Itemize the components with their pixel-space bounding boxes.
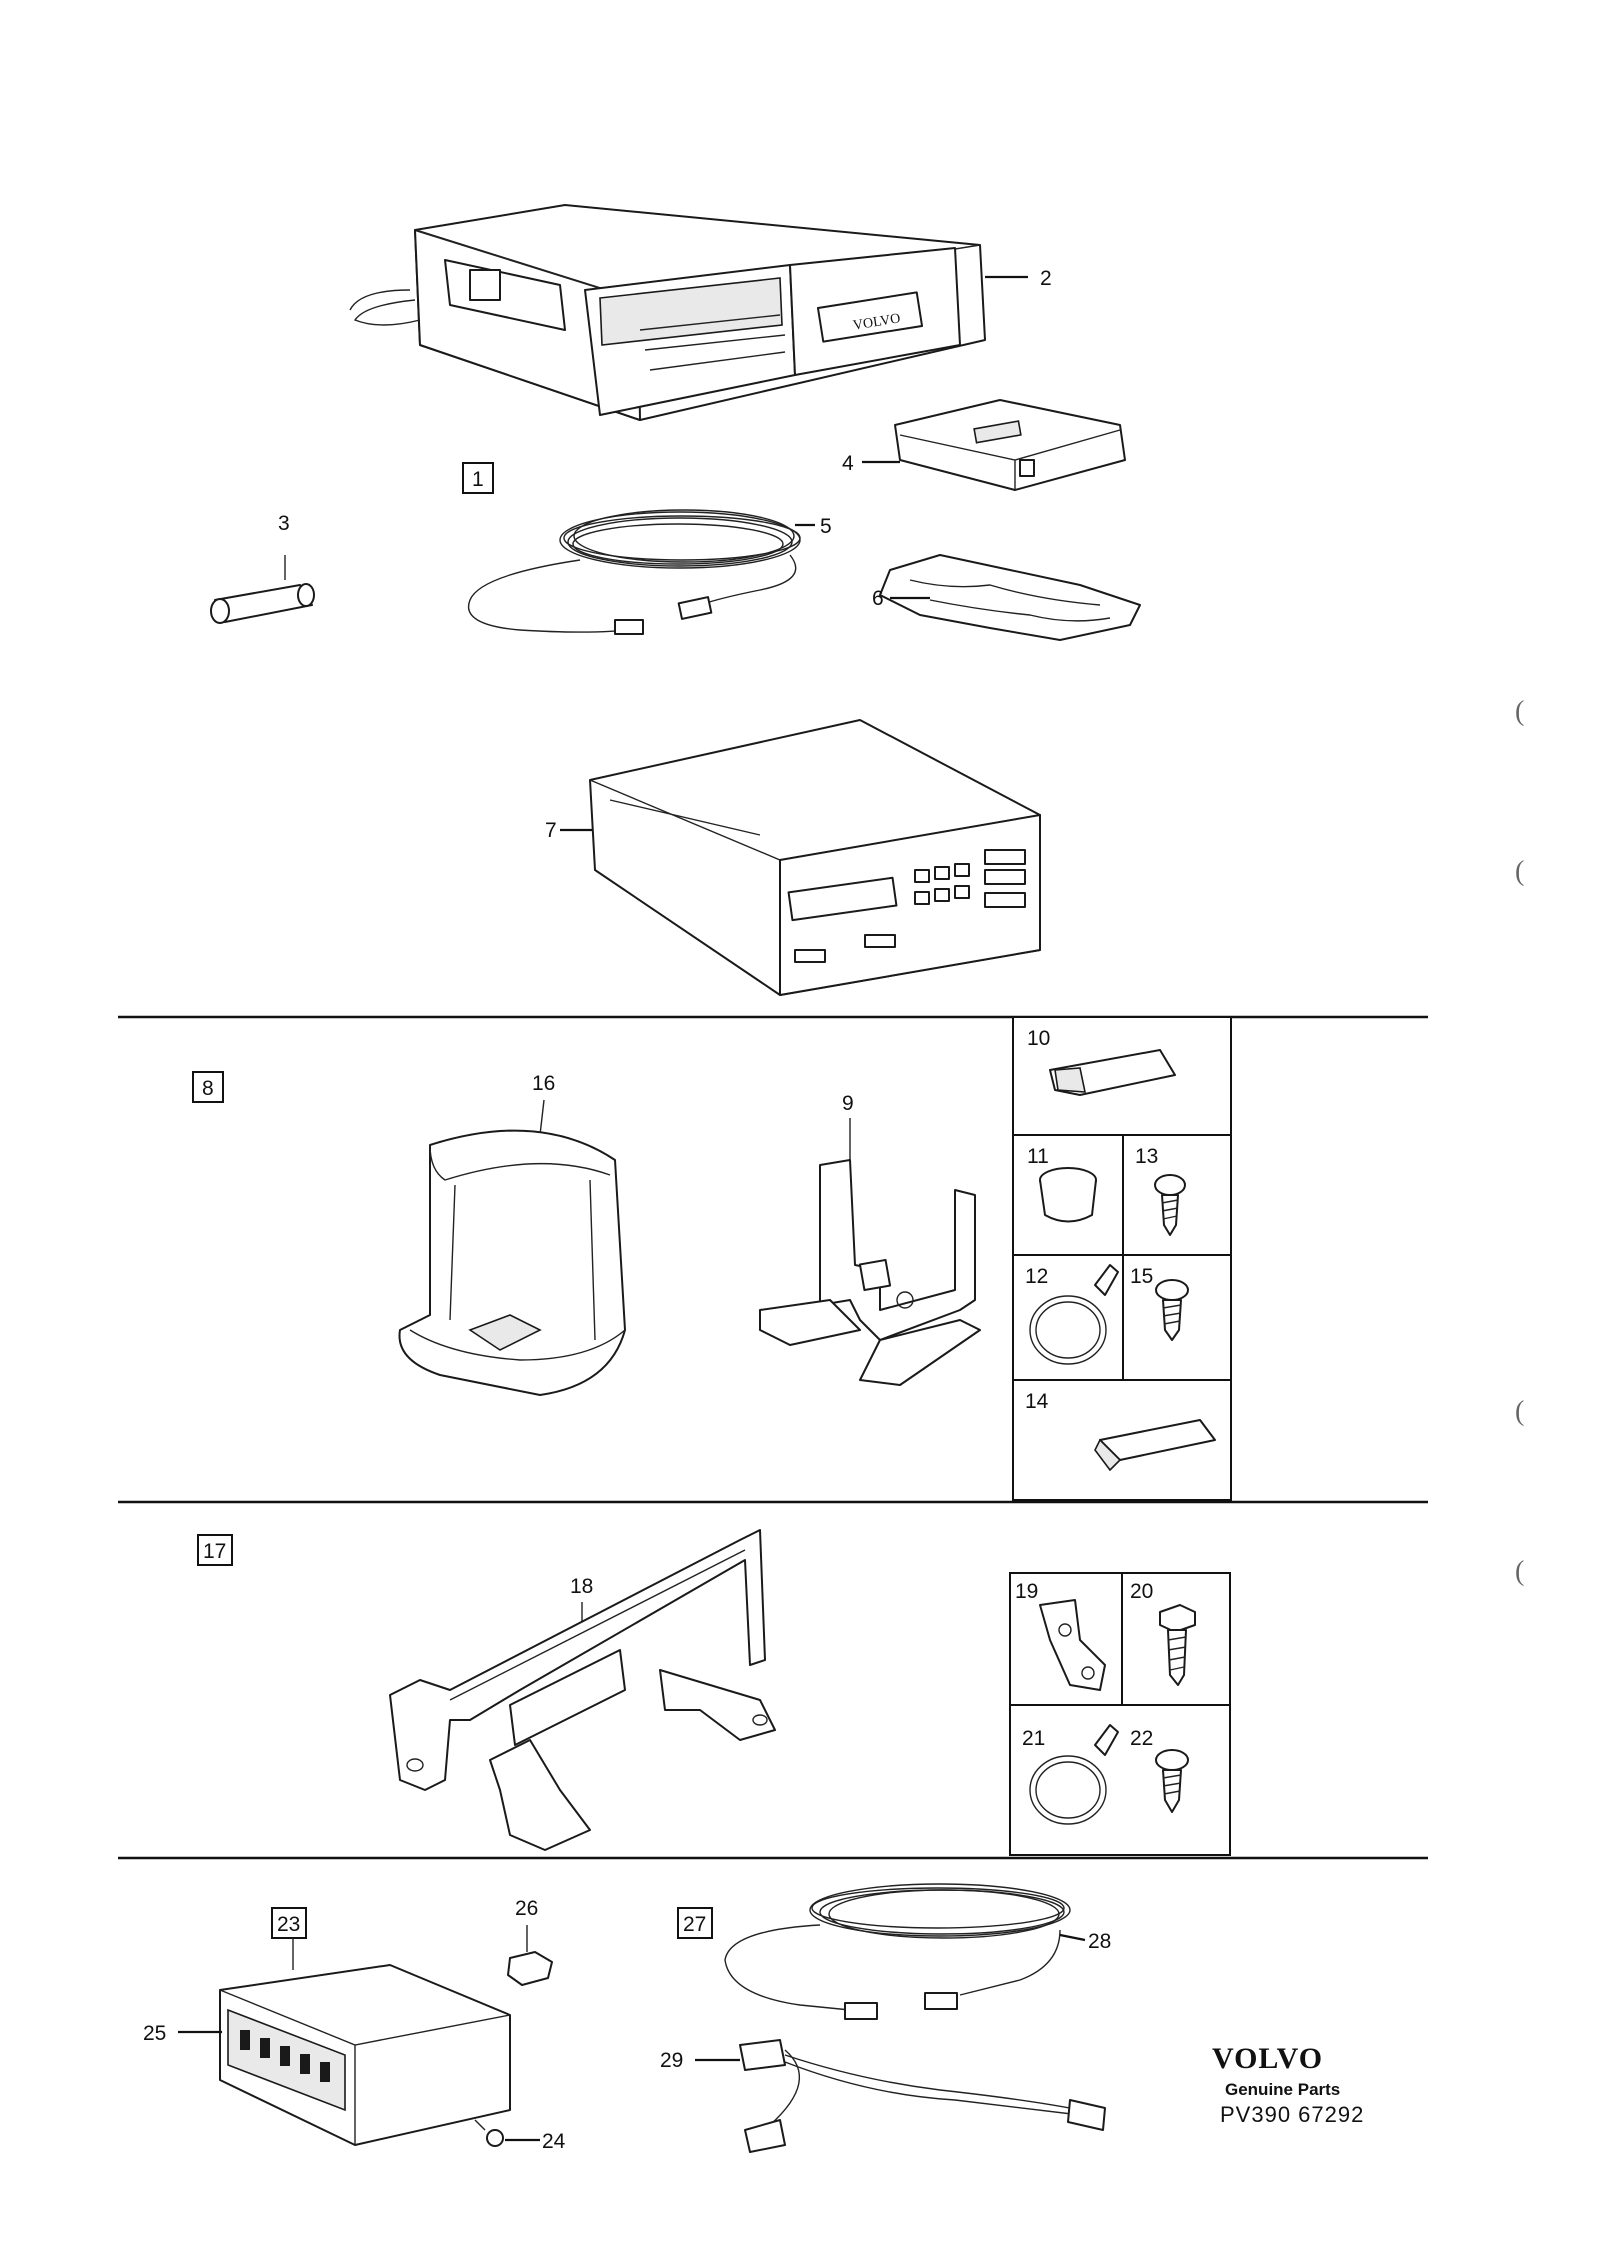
- callout-1: 1: [472, 468, 484, 491]
- callout-20: 20: [1130, 1580, 1153, 1603]
- margin-mark-1: (: [1515, 696, 1524, 727]
- part-13-screw: [1154, 1174, 1186, 1236]
- callout-19: 19: [1015, 1580, 1038, 1603]
- callout-22: 22: [1130, 1727, 1153, 1750]
- callout-13: 13: [1135, 1145, 1158, 1168]
- callout-10: 10: [1027, 1027, 1050, 1050]
- callout-18: 18: [570, 1575, 593, 1598]
- kit-box-23: [271, 1907, 307, 1939]
- device-brand-label: VOLVO: [852, 311, 901, 333]
- part-28-cable: [724, 1883, 1071, 2020]
- kit-box-8: [192, 1071, 224, 1103]
- callout-4: 4: [842, 452, 854, 475]
- part-7-control-unit: [589, 719, 1041, 996]
- part-6-bag: [879, 554, 1141, 641]
- margin-mark-4: (: [1515, 1556, 1524, 1587]
- callout-14: 14: [1025, 1390, 1049, 1413]
- parts-grid-b: [1009, 1572, 1231, 1856]
- part-23-switch-box: [219, 1964, 511, 2146]
- part-11-grommet: [1039, 1167, 1097, 1223]
- part-22-screw: [1155, 1749, 1189, 1813]
- callout-26: 26: [515, 1897, 538, 1920]
- callout-29: 29: [660, 2049, 683, 2072]
- part-15-screw: [1155, 1279, 1189, 1341]
- callout-27: 27: [683, 1913, 706, 1936]
- callout-23: 23: [277, 1913, 300, 1936]
- part-12-cable-tie: [1029, 1264, 1119, 1365]
- part-20-bolt: [1159, 1604, 1196, 1686]
- part-21-cable-tie: [1029, 1724, 1119, 1825]
- callout-7: 7: [545, 819, 557, 842]
- callout-17: 17: [203, 1540, 226, 1563]
- margin-mark-2: (: [1515, 856, 1524, 887]
- callout-16: 16: [532, 1072, 555, 1095]
- callout-2: 2: [1040, 267, 1052, 290]
- part-code: PV390 67292: [1220, 2102, 1364, 2127]
- callout-3: 3: [278, 512, 290, 535]
- part-3-fuse: [210, 583, 315, 624]
- part-4-module: [894, 399, 1126, 491]
- brand-block: VOLVO Genuine Parts PV390 67292: [1212, 2042, 1364, 2127]
- callout-9: 9: [842, 1092, 854, 1115]
- part-16-cover: [398, 1129, 626, 1396]
- part-29-harness: [739, 2039, 1106, 2153]
- kit-box-17: [197, 1534, 233, 1566]
- brand-subtitle: Genuine Parts: [1225, 2080, 1340, 2099]
- callout-12: 12: [1025, 1265, 1048, 1288]
- part-19-clip: [1039, 1599, 1106, 1691]
- brand-name: VOLVO: [1212, 2042, 1323, 2075]
- callout-6: 6: [872, 587, 884, 610]
- part-5-cable: [467, 509, 801, 635]
- callout-8: 8: [202, 1077, 214, 1100]
- callout-21: 21: [1022, 1727, 1045, 1750]
- part-26-nut: [507, 1951, 553, 1986]
- part-24-screw: [474, 2119, 504, 2147]
- part-2-cd-changer: VOLVO: [349, 204, 986, 421]
- callout-25: 25: [143, 2022, 166, 2045]
- part-18-mounting-rail: [389, 1529, 776, 1851]
- callout-11: 11: [1027, 1145, 1049, 1168]
- kit-box-27: [677, 1907, 713, 1939]
- part-10-pad: [1049, 1049, 1176, 1096]
- kit-box-1: [462, 462, 494, 494]
- callout-15: 15: [1130, 1265, 1153, 1288]
- margin-mark-3: (: [1515, 1396, 1524, 1427]
- callout-28: 28: [1088, 1930, 1111, 1953]
- part-14-pad: [1094, 1419, 1216, 1472]
- callout-5: 5: [820, 515, 832, 538]
- callout-24: 24: [542, 2130, 566, 2153]
- part-9-bracket: [759, 1159, 981, 1386]
